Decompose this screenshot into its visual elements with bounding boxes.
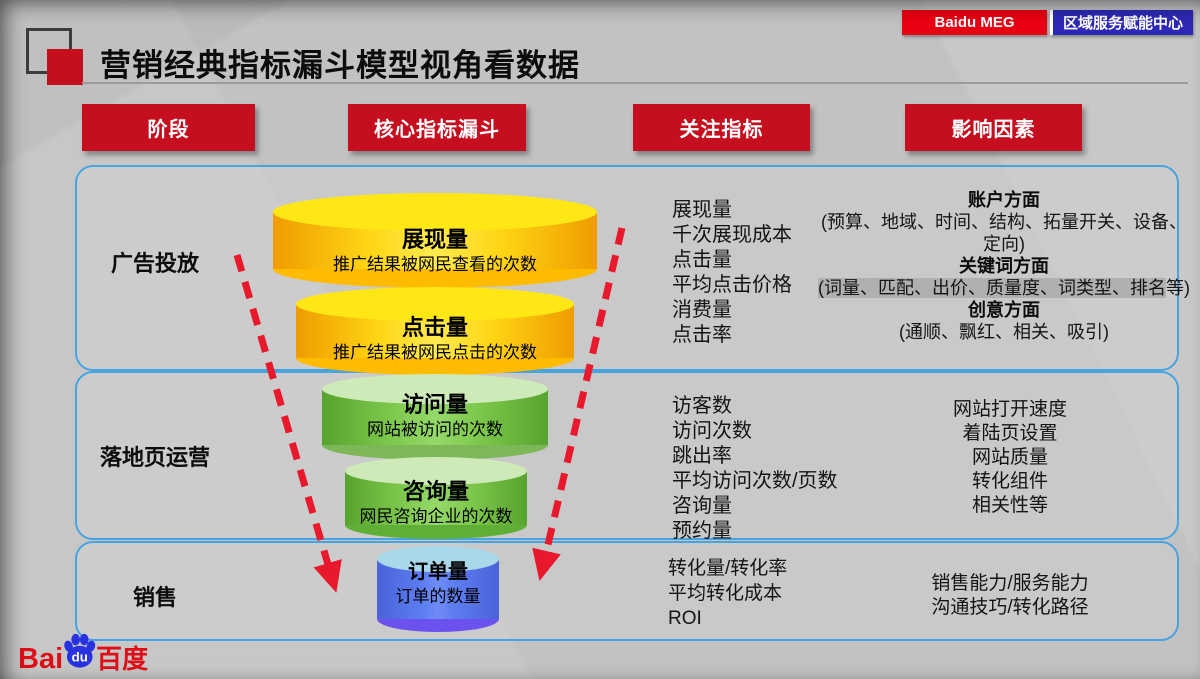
factors-ad-delivery: 账户方面 (预算、地域、时间、结构、拓量开关、设备、定向) 关键词方面 (词量、… <box>818 189 1190 343</box>
factor-item: 网站质量 <box>971 447 1048 468</box>
disc-title: 展现量 <box>401 227 468 252</box>
metric-item: 平均点击价格 <box>672 274 792 296</box>
column-header-metrics: 关注指标 <box>633 104 810 151</box>
metric-item: 转化量/转化率 <box>668 558 788 579</box>
disc-desc: 网站被访问的次数 <box>367 419 503 439</box>
disc-title: 咨询量 <box>402 479 469 504</box>
funnel-disc-clicks: 点击量 推广结果被网民点击的次数 <box>296 287 574 375</box>
svg-text:du: du <box>72 649 88 664</box>
baidu-paw-icon: du <box>60 632 98 675</box>
factor-detail-text: (通顺、飘红、相关、吸引) <box>899 322 1109 342</box>
disc-desc: 推广结果被网民查看的次数 <box>333 254 537 274</box>
factor-heading: 账户方面 <box>968 190 1040 210</box>
disc-title: 访问量 <box>401 392 468 417</box>
metric-item: 平均访问次数/页数 <box>672 470 838 492</box>
title-underline <box>82 82 1188 84</box>
keyword-highlight: (词量、匹配、出价、质量度、词类型、排名 <box>818 278 1166 298</box>
page-title: 营销经典指标漏斗模型视角看数据 <box>100 48 580 83</box>
factor-heading: 关键词方面 <box>959 256 1049 276</box>
factor-detail: (通顺、飘红、相关、吸引) <box>818 321 1190 343</box>
disc-top-ellipse <box>322 374 548 404</box>
factor-item: 沟通技巧/转化路径 <box>931 597 1089 618</box>
baidu-logo-bai: Bai <box>18 643 64 675</box>
factors-landing-page: 网站打开速度 着陆页设置 网站质量 转化组件 相关性等 <box>860 398 1160 518</box>
factor-detail-tail: 等) <box>1166 278 1190 298</box>
metric-item: 平均转化成本 <box>668 583 783 604</box>
column-header-stage: 阶段 <box>82 104 255 151</box>
factor-detail: (词量、匹配、出价、质量度、词类型、排名等) <box>818 277 1190 299</box>
column-header-funnel: 核心指标漏斗 <box>348 104 526 151</box>
disc-desc: 推广结果被网民点击的次数 <box>333 342 537 362</box>
baidu-meg-badge: Baidu MEG <box>902 10 1047 35</box>
metric-item: 预约量 <box>672 520 732 542</box>
regional-service-center-badge: 区域服务赋能中心 <box>1050 10 1193 35</box>
factor-item: 销售能力/服务能力 <box>931 573 1089 594</box>
funnel-disc-inquiries: 咨询量 网民咨询企业的次数 <box>345 457 527 539</box>
disc-desc: 订单的数量 <box>395 586 481 606</box>
factor-detail: (预算、地域、时间、结构、拓量开关、设备、定向) <box>818 211 1190 255</box>
metrics-list-ad-delivery: 展现量 千次展现成本 点击量 平均点击价格 消费量 点击率 <box>672 198 792 348</box>
disc-top-ellipse <box>273 193 597 231</box>
title-red-square-icon <box>47 49 83 85</box>
disc-top-ellipse <box>377 546 499 572</box>
metrics-list-landing-page: 访客数 访问次数 跳出率 平均访问次数/页数 咨询量 预约量 <box>672 394 838 544</box>
column-header-factors: 影响因素 <box>905 104 1082 151</box>
metric-item: 点击量 <box>672 249 732 271</box>
factor-item: 着陆页设置 <box>962 423 1058 444</box>
baidu-logo: Bai du 百度 <box>18 633 149 675</box>
stage-label-sales: 销售 <box>132 585 177 610</box>
stage-label-ad-delivery: 广告投放 <box>110 251 199 276</box>
baidu-logo-cn: 百度 <box>96 644 149 674</box>
metric-item: ROI <box>668 608 702 629</box>
factor-heading: 创意方面 <box>968 300 1040 320</box>
metric-item: 咨询量 <box>672 495 732 517</box>
disc-title: 订单量 <box>408 561 468 583</box>
metric-item: 点击率 <box>672 324 732 346</box>
metric-item: 千次展现成本 <box>672 224 792 246</box>
stage-label-landing-page: 落地页运营 <box>99 445 210 470</box>
disc-desc: 网民咨询企业的次数 <box>359 506 513 526</box>
metric-item: 跳出率 <box>672 445 732 467</box>
factors-sales: 销售能力/服务能力 沟通技巧/转化路径 <box>850 572 1170 620</box>
disc-top-ellipse <box>345 457 527 485</box>
metrics-list-sales: 转化量/转化率 平均转化成本 ROI <box>668 556 787 631</box>
metric-item: 消费量 <box>672 299 732 321</box>
metric-item: 展现量 <box>672 199 732 221</box>
disc-title: 点击量 <box>401 315 468 340</box>
factor-item: 转化组件 <box>971 471 1048 492</box>
disc-top-ellipse <box>296 287 574 321</box>
funnel-disc-orders: 订单量 订单的数量 <box>377 546 499 632</box>
factor-detail-text: (预算、地域、时间、结构、拓量开关、设备、定向) <box>821 212 1187 254</box>
metric-item: 访问次数 <box>672 420 752 442</box>
factor-item: 相关性等 <box>971 495 1048 516</box>
metric-item: 访客数 <box>672 395 732 417</box>
factor-item: 网站打开速度 <box>952 399 1067 420</box>
funnel-disc-visits: 访问量 网站被访问的次数 <box>322 374 548 460</box>
funnel-disc-impressions: 展现量 推广结果被网民查看的次数 <box>273 193 597 288</box>
